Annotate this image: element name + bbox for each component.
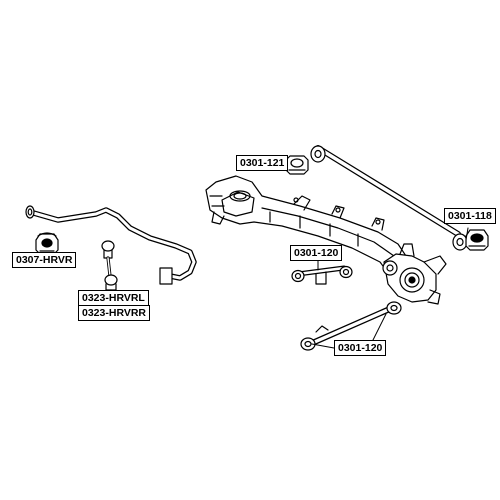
label-0307-hrvr: 0307-HRVR (12, 252, 77, 268)
stabilizer-link (101, 240, 118, 294)
trailing-rod (310, 145, 468, 251)
label-0323-hrvrr: 0323-HRVRR (78, 305, 150, 321)
knuckle-assembly (382, 243, 447, 305)
bushing-0301-121 (285, 155, 309, 175)
label-0323-hrvrl: 0323-HRVRL (78, 290, 149, 306)
bushing-0301-118 (465, 229, 489, 251)
upper-short-arm (291, 265, 353, 285)
label-0301-120-lower: 0301-120 (334, 340, 387, 356)
label-0301-120-upper: 0301-120 (290, 245, 343, 261)
label-0301-121: 0301-121 (236, 155, 289, 171)
stabilizer-bar (25, 205, 197, 285)
stabilizer-bushing (35, 232, 59, 255)
rear-beam (205, 175, 413, 281)
lower-long-arm (300, 301, 402, 351)
label-0301-118: 0301-118 (444, 208, 496, 224)
